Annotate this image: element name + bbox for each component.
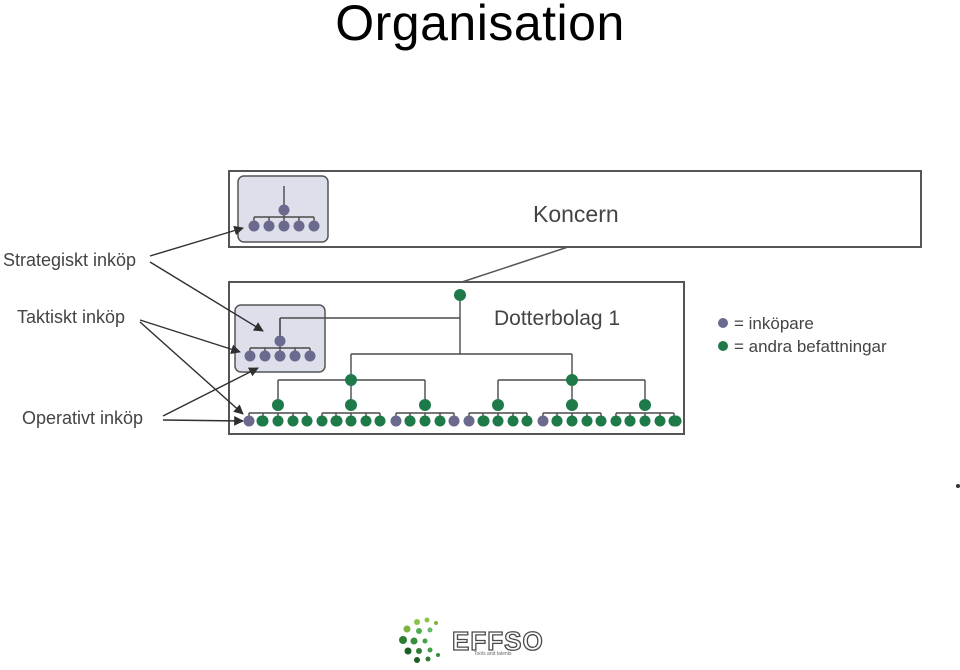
label-arrows bbox=[139, 225, 264, 426]
andra-node bbox=[345, 374, 357, 386]
effso-logo bbox=[399, 617, 440, 663]
andra-node bbox=[521, 415, 533, 427]
inkopare-node bbox=[308, 220, 320, 232]
andra-node bbox=[507, 415, 519, 427]
andra-node bbox=[566, 374, 578, 386]
logo-wordmark: EFFSO bbox=[451, 625, 544, 656]
inkopare-node bbox=[259, 350, 271, 362]
tree-nodes bbox=[243, 204, 682, 427]
dotterbolag-box bbox=[228, 281, 685, 435]
inkopare-node bbox=[463, 415, 475, 427]
andra-node bbox=[345, 399, 357, 411]
inkopare-node bbox=[278, 204, 290, 216]
andra-node bbox=[331, 415, 343, 427]
inkopare-node bbox=[278, 220, 290, 232]
inkopare-node bbox=[537, 415, 549, 427]
legend-andra-dot bbox=[718, 341, 728, 351]
andra-node bbox=[272, 415, 284, 427]
andra-node bbox=[581, 415, 593, 427]
inkopare-node bbox=[248, 220, 260, 232]
andra-node bbox=[566, 415, 578, 427]
andra-node bbox=[419, 399, 431, 411]
legend-andra-label: = andra befattningar bbox=[734, 337, 887, 356]
andra-node bbox=[374, 415, 386, 427]
strategiskt-label: Strategiskt inköp bbox=[3, 250, 136, 270]
andra-node bbox=[256, 415, 268, 427]
andra-node bbox=[566, 399, 578, 411]
andra-node bbox=[316, 415, 328, 427]
inkopare-node bbox=[390, 415, 402, 427]
andra-node bbox=[360, 415, 372, 427]
operativt-label: Operativt inköp bbox=[22, 408, 143, 428]
andra-node bbox=[492, 415, 504, 427]
andra-node bbox=[595, 415, 607, 427]
andra-node bbox=[639, 399, 651, 411]
andra-node bbox=[654, 415, 666, 427]
andra-node bbox=[301, 415, 313, 427]
page-title: Organisation bbox=[335, 0, 625, 51]
legend-inkopare-label: = inköpare bbox=[734, 314, 814, 333]
inkopare-node bbox=[448, 415, 460, 427]
koncern-label: Koncern bbox=[533, 201, 619, 227]
andra-node bbox=[454, 289, 466, 301]
stray-dot bbox=[956, 484, 960, 488]
andra-node bbox=[551, 415, 563, 427]
andra-node bbox=[287, 415, 299, 427]
koncern-dotterbolag-connector bbox=[461, 246, 569, 283]
inkopare-node bbox=[274, 350, 286, 362]
andra-node bbox=[639, 415, 651, 427]
andra-node bbox=[624, 415, 636, 427]
andra-node bbox=[670, 415, 682, 427]
logo-tagline: Tools and talents bbox=[474, 651, 512, 657]
andra-node bbox=[345, 415, 357, 427]
andra-node bbox=[272, 399, 284, 411]
inkopare-node bbox=[304, 350, 316, 362]
taktiskt-label: Taktiskt inköp bbox=[17, 307, 125, 327]
inkopare-node bbox=[289, 350, 301, 362]
inkopare-node bbox=[293, 220, 305, 232]
koncern-box bbox=[228, 170, 922, 248]
dotterbolag-label: Dotterbolag 1 bbox=[494, 307, 620, 330]
andra-node bbox=[419, 415, 431, 427]
logo-dots-icon bbox=[399, 617, 440, 663]
andra-node bbox=[434, 415, 446, 427]
inkopare-node bbox=[263, 220, 275, 232]
legend-inkopare-dot bbox=[718, 318, 728, 328]
inkopare-node bbox=[274, 335, 286, 347]
andra-node bbox=[492, 399, 504, 411]
andra-node bbox=[478, 415, 490, 427]
andra-node bbox=[404, 415, 416, 427]
andra-node bbox=[610, 415, 622, 427]
inkopare-node bbox=[244, 350, 256, 362]
inkopare-node bbox=[243, 415, 255, 427]
